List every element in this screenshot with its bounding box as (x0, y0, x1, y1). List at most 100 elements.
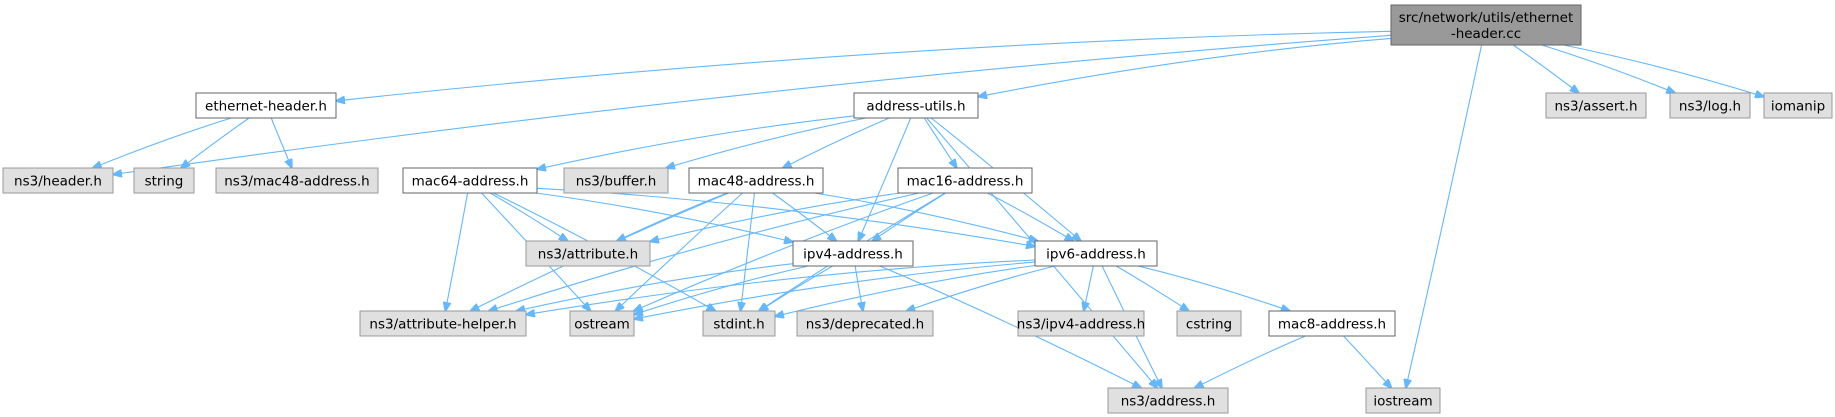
node-label: cstring (1186, 317, 1232, 333)
edge-mac64_address_h-to-ns3_attribute_h (489, 192, 568, 241)
node-box (1268, 310, 1396, 337)
node-ns3-buffer-h: ns3/buffer.h (563, 167, 669, 194)
edge-ipv6_address_h-to-ns3_deprecated_h (906, 265, 1055, 311)
node-box (853, 92, 979, 119)
node-box (1669, 92, 1751, 119)
node-ns3-log-h: ns3/log.h (1669, 92, 1751, 119)
node-label: ns3/ipv4-address.h (1017, 317, 1145, 333)
node-box (563, 167, 669, 194)
edge-ipv4_address_h-to-ns3_attribute_helper_h (516, 263, 794, 311)
node-box (1107, 387, 1229, 414)
node-label: src/network/utils/ethernet (1399, 10, 1574, 26)
node-layer: src/network/utils/ethernet-header.cc ethe… (2, 4, 1833, 414)
node-box (1034, 240, 1158, 267)
node-label: ns3/assert.h (1554, 99, 1637, 115)
edge-mac16_address_h-to-ns3_attribute_helper_h (489, 192, 920, 311)
node-box (525, 240, 651, 267)
node-label: ns3/mac48-address.h (224, 174, 370, 190)
node-label: ipv4-address.h (803, 247, 903, 263)
node-mac64-address-h[interactable]: mac64-address.h (402, 167, 538, 194)
node-mac48-address-h[interactable]: mac48-address.h (688, 167, 824, 194)
edge-mac16_address_h-to-ns3_attribute_h (650, 192, 901, 242)
edge-root-to-address_utils_h (978, 37, 1392, 96)
node-ns3-address-h: ns3/address.h (1107, 387, 1229, 414)
node-box (2, 167, 114, 194)
node-label: iostream (1373, 394, 1432, 410)
node-box (1176, 310, 1242, 337)
node-box (1390, 4, 1582, 46)
node-ns3-attribute-helper-h: ns3/attribute-helper.h (359, 310, 527, 337)
node-label: ns3/address.h (1121, 394, 1216, 410)
node-ipv6-address-h[interactable]: ipv6-address.h (1034, 240, 1158, 267)
edge-root-to-iomanip (1563, 44, 1765, 97)
edge-mac16_address_h-to-ostream (634, 192, 934, 311)
edge-ipv6_address_h-to-stdint_h (775, 264, 1036, 317)
node-ns3-header-h: ns3/header.h (2, 167, 114, 194)
edge-ipv6_address_h-to-ns3_ipv4_address_h (1084, 265, 1094, 311)
edge-mac48_address_h-to-ipv6_address_h (814, 192, 1038, 241)
node-box (569, 310, 635, 337)
edge-root-to-iostream (1406, 44, 1483, 388)
node-string: string (133, 167, 195, 194)
edge-ipv6_address_h-to-cstring (1115, 265, 1189, 311)
node-box (897, 167, 1033, 194)
edge-mac48_address_h-to-stdint_h (741, 192, 756, 311)
node-box (702, 310, 776, 337)
node-box (215, 167, 379, 194)
node-box (133, 167, 195, 194)
edge-ethernet_header_h-to-string (181, 117, 250, 168)
node-iostream: iostream (1365, 387, 1441, 414)
node-label: ipv6-address.h (1046, 247, 1146, 263)
edge-address_utils_h-to-mac48_address_h (783, 117, 890, 168)
node-mac8-address-h[interactable]: mac8-address.h (1268, 310, 1396, 337)
node-label: mac16-address.h (907, 174, 1024, 190)
node-box (1365, 387, 1441, 414)
edge-root-to-ns3_log_h (1541, 44, 1676, 93)
edge-address_utils_h-to-mac16_address_h (923, 117, 957, 168)
node-box (688, 167, 824, 194)
node-label: ostream (574, 317, 630, 333)
node-label: ns3/header.h (14, 174, 102, 190)
node-label: ethernet-header.h (205, 99, 327, 115)
edge-mac64_address_h-to-ns3_attribute_helper_h (445, 192, 469, 311)
node-label: ns3/attribute.h (538, 247, 638, 263)
node-ns3-assert-h: ns3/assert.h (1545, 92, 1647, 119)
node-stdint-h: stdint.h (702, 310, 776, 337)
node-label: string (145, 174, 184, 190)
node-label: mac64-address.h (412, 174, 529, 190)
edge-mac16_address_h-to-ipv4_address_h (872, 192, 947, 241)
node-label: ns3/buffer.h (576, 174, 657, 190)
edge-address_utils_h-to-ipv4_address_h (858, 117, 912, 241)
node-label: -header.cc (1451, 26, 1521, 42)
node-root[interactable]: src/network/utils/ethernet-header.cc (1390, 4, 1582, 46)
edge-ipv4_address_h-to-ns3_address_h (879, 265, 1141, 388)
node-label: ns3/attribute-helper.h (369, 317, 516, 333)
edge-mac8_address_h-to-ns3_address_h (1195, 335, 1306, 388)
node-box (1017, 310, 1145, 337)
node-label: address-utils.h (866, 99, 965, 115)
edge-ipv6_address_h-to-ns3_attribute_helper_h (526, 259, 1036, 315)
edge-ethernet_header_h-to-ns3_mac48_address_h (270, 117, 292, 168)
node-label: iomanip (1771, 99, 1825, 115)
node-ethernet-header-h[interactable]: ethernet-header.h (195, 92, 337, 119)
node-box (792, 240, 914, 267)
edge-mac64_address_h-to-ipv6_address_h (536, 187, 1035, 246)
node-box (1763, 92, 1833, 119)
edge-root-to-ns3_assert_h (1512, 44, 1579, 93)
node-mac16-address-h[interactable]: mac16-address.h (897, 167, 1033, 194)
node-ostream: ostream (569, 310, 635, 337)
edge-ipv6_address_h-to-ostream (634, 261, 1036, 319)
node-label: ns3/deprecated.h (806, 317, 924, 333)
node-box (402, 167, 538, 194)
node-box (195, 92, 337, 119)
node-label: stdint.h (713, 317, 764, 333)
node-iomanip: iomanip (1763, 92, 1833, 119)
edge-mac48_address_h-to-ns3_attribute_h (617, 192, 728, 241)
edge-root-to-ethernet_header_h (336, 30, 1392, 101)
node-ns3-attribute-h: ns3/attribute.h (525, 240, 651, 267)
node-ipv4-address-h[interactable]: ipv4-address.h (792, 240, 914, 267)
node-label: mac48-address.h (698, 174, 815, 190)
node-address-utils-h[interactable]: address-utils.h (853, 92, 979, 119)
edge-ethernet_header_h-to-ns3_header_h (93, 117, 232, 168)
